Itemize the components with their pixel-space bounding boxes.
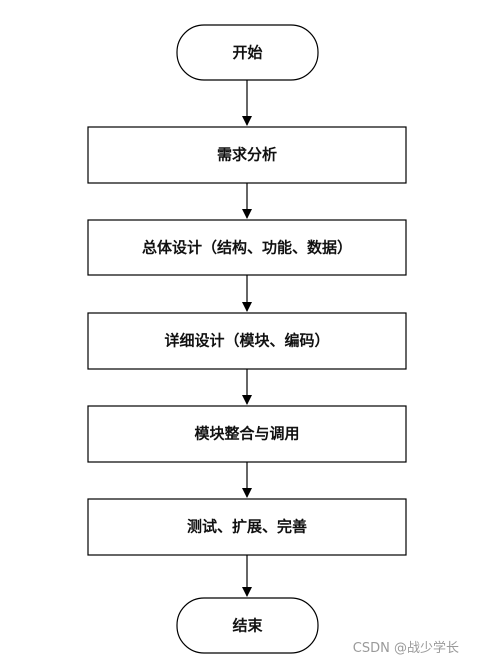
module-integration-node: 模块整合与调用 [87, 405, 407, 463]
end-node: 结束 [176, 597, 319, 654]
detailed-design-node: 详细设计（模块、编码） [87, 312, 407, 370]
module-integration-label: 模块整合与调用 [194, 425, 299, 443]
testing-node: 测试、扩展、完善 [87, 498, 407, 556]
start-node: 开始 [176, 24, 319, 81]
requirements-analysis-label: 需求分析 [217, 146, 277, 164]
csdn-watermark: CSDN @战少学长 [352, 641, 459, 656]
detailed-design-label: 详细设计（模块、编码） [164, 332, 329, 350]
end-node-label: 结束 [232, 617, 263, 635]
requirements-analysis-node: 需求分析 [87, 126, 407, 184]
start-node-label: 开始 [232, 44, 262, 62]
overall-design-node: 总体设计（结构、功能、数据） [87, 219, 407, 276]
testing-label: 测试、扩展、完善 [187, 518, 307, 536]
overall-design-label: 总体设计（结构、功能、数据） [142, 239, 352, 257]
